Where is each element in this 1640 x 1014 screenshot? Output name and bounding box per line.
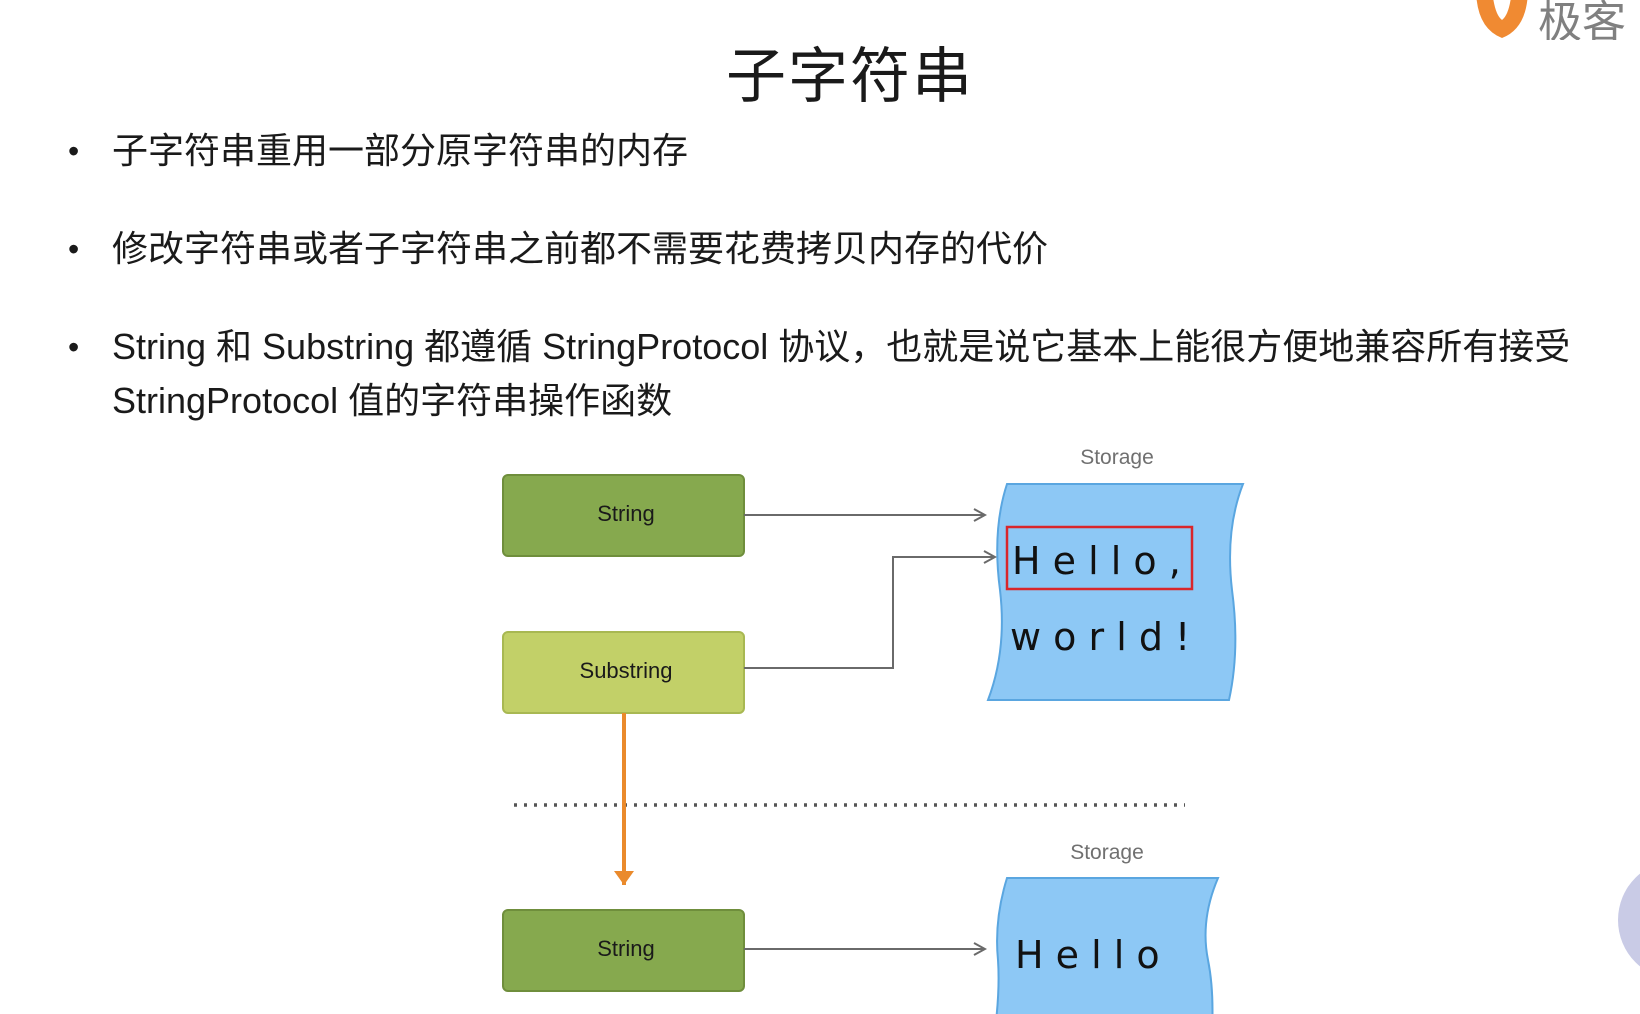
logo-icon [1476, 0, 1528, 38]
bullet-item: • 子字符串重用一部分原字符串的内存 [60, 124, 1640, 178]
bullet-icon: • [68, 231, 80, 267]
bullet-icon: • [68, 133, 80, 169]
bullet-list: • 子字符串重用一部分原字符串的内存 • 修改字符串或者子字符串之前都不需要花费… [60, 124, 1640, 428]
string-box-label: String [597, 501, 654, 526]
bullet-icon: • [68, 329, 80, 365]
bullet-item: • 修改字符串或者子字符串之前都不需要花费拷贝内存的代价 [60, 222, 1640, 276]
logo-text: 极客 [1538, 0, 1626, 40]
storage-text-line2: w o r l d ! [1010, 615, 1190, 659]
new-storage-text: H e l l o [1015, 933, 1160, 977]
string-box [502, 474, 745, 557]
new-storage-label: Storage [1070, 841, 1144, 864]
substring-box-label: Substring [580, 658, 673, 683]
presenter-overlay-circle [1618, 860, 1640, 980]
storage-text-line1: H e l l o , [1012, 539, 1181, 583]
new-string-box-label: String [597, 936, 654, 961]
bullet-text: String 和 Substring 都遵循 StringProtocol 协议… [112, 326, 1571, 421]
storage-shape [986, 483, 1245, 701]
bullet-item: • String 和 Substring 都遵循 StringProtocol … [60, 320, 1640, 428]
new-string-box [502, 909, 745, 992]
new-storage-shape [995, 877, 1220, 1014]
slide-title: 子字符串 [726, 42, 974, 112]
bullet-text: 子字符串重用一部分原字符串的内存 [112, 130, 689, 171]
substring-to-storage-arrow [744, 557, 995, 669]
bullet-text: 修改字符串或者子字符串之前都不需要花费拷贝内存的代价 [112, 228, 1049, 269]
storage-label: Storage [1080, 446, 1154, 469]
substring-highlight [1005, 525, 1194, 591]
brand-logo: 极客 [1470, 0, 1640, 40]
substring-box [502, 631, 745, 714]
